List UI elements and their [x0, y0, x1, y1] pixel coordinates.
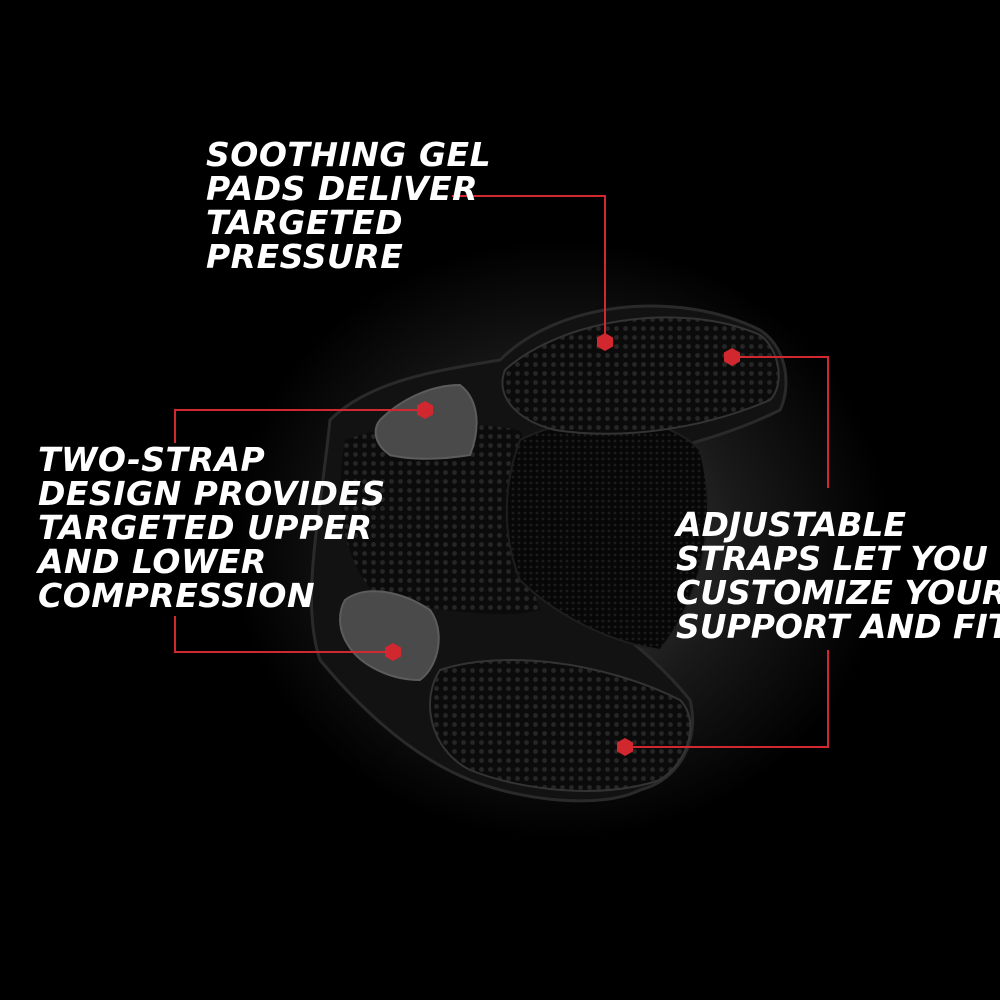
upper-strap-marker: [724, 348, 740, 366]
gel-pads-marker: [597, 333, 613, 351]
gel-pads-line: PRESSURE: [206, 237, 404, 276]
lower-strap-marker: [617, 738, 633, 756]
adjustable-line: CUSTOMIZE YOUR: [676, 573, 1000, 612]
lower-strap-tab: [339, 590, 440, 682]
upper-strap-leader: [732, 356, 829, 488]
two-strap-line: AND LOWER: [38, 542, 267, 581]
lower-strap: [429, 659, 692, 792]
brace-sleeve-mesh: [340, 423, 540, 615]
lower-tab-leader: [174, 616, 393, 653]
two-strap-line: TARGETED UPPER: [38, 508, 373, 547]
two-strap-line: DESIGN PROVIDES: [38, 474, 386, 513]
adjustable-line: SUPPORT AND FIT: [676, 607, 1000, 646]
lower-strap-leader: [625, 650, 829, 748]
upper-tab-marker: [417, 401, 433, 419]
brace-body: [309, 304, 788, 803]
two-strap-line: TWO-STRAP: [38, 440, 266, 479]
gel-pads-leader: [452, 195, 606, 342]
upper-strap-tab: [374, 383, 478, 460]
two-strap-callout: TWO-STRAP DESIGN PROVIDES TARGETED UPPER…: [38, 443, 386, 613]
gel-pads-line: PADS DELIVER: [206, 169, 479, 208]
two-strap-line: COMPRESSION: [38, 576, 316, 615]
callout-markers: [385, 333, 740, 756]
upper-strap: [501, 316, 780, 435]
lower-tab-marker: [385, 643, 401, 661]
adjustable-line: ADJUSTABLE: [676, 505, 906, 544]
adjustable-straps-callout: ADJUSTABLE STRAPS LET YOU CUSTOMIZE YOUR…: [676, 508, 1000, 644]
callout-leaders: [174, 195, 829, 748]
gel-pads-callout: SOOTHING GEL PADS DELIVER TARGETED PRESS…: [206, 138, 491, 274]
upper-tab-leader: [174, 409, 425, 443]
gel-pads-line: SOOTHING GEL: [206, 135, 492, 174]
gel-pads-line: TARGETED: [206, 203, 403, 242]
adjustable-line: STRAPS LET YOU: [676, 539, 988, 578]
